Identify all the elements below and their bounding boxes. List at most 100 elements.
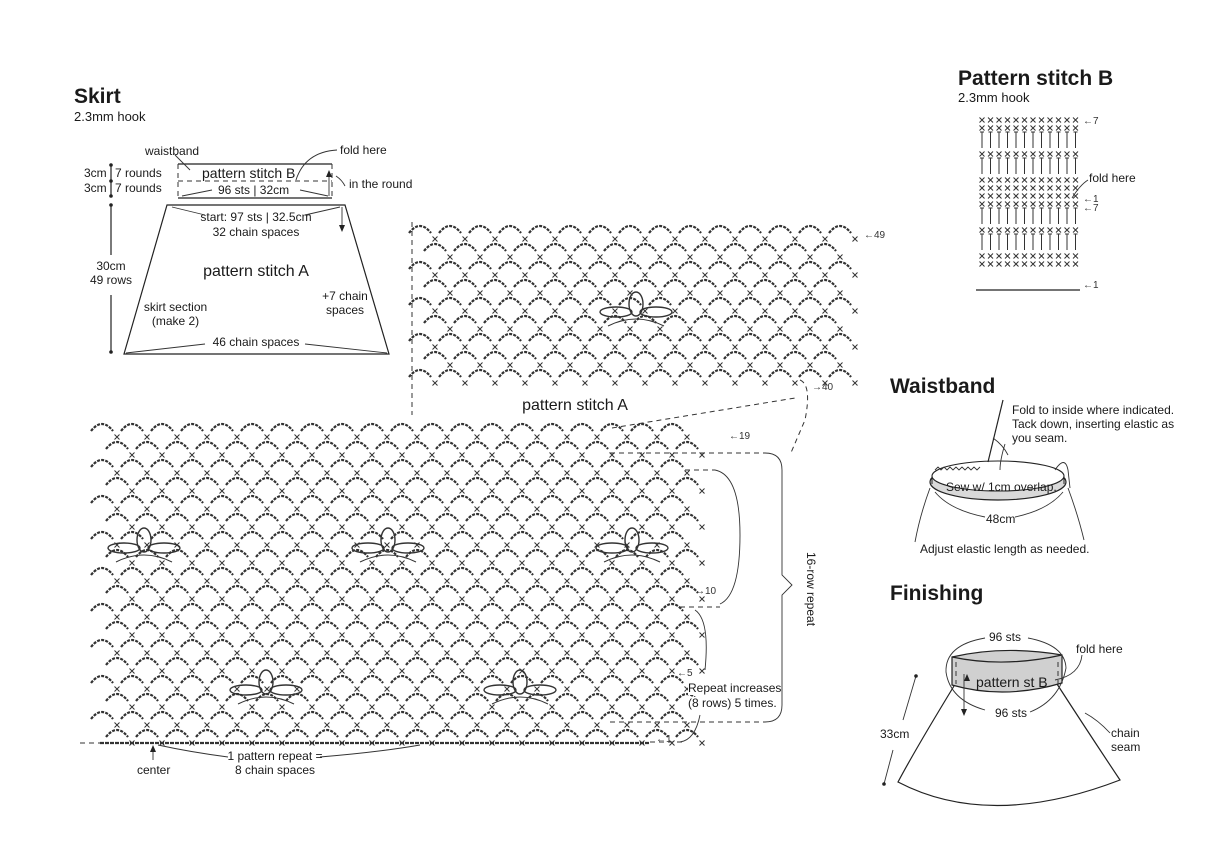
chain-arch — [330, 530, 354, 540]
sc-mark — [669, 560, 675, 566]
sc-mark — [384, 542, 390, 548]
sc-mark — [979, 151, 985, 157]
chain-arch — [585, 476, 609, 486]
sc-mark — [1072, 151, 1079, 157]
chain-arch — [693, 278, 717, 288]
chain-arch — [375, 656, 399, 666]
chain-arch — [480, 530, 504, 540]
chain-arch — [453, 314, 477, 324]
sc-mark — [369, 668, 375, 674]
sc-mark — [1047, 125, 1053, 131]
sc-mark — [1038, 227, 1045, 233]
chain-arch — [768, 368, 792, 378]
sc-mark — [174, 506, 180, 512]
sc-mark — [159, 668, 165, 674]
sc-mark — [462, 308, 468, 314]
sc-mark — [522, 272, 528, 278]
chain-arch — [495, 548, 519, 558]
sc-mark — [114, 578, 120, 584]
chain-arch — [255, 656, 279, 666]
dc-mark — [1039, 233, 1044, 250]
chain-arch — [603, 278, 627, 288]
sc-mark — [657, 290, 663, 296]
chain-arch — [180, 602, 204, 612]
chain-arch — [390, 494, 414, 504]
sc-mark — [567, 326, 573, 332]
sc-mark — [564, 506, 570, 512]
chain-arch — [633, 242, 657, 252]
chain-arch — [660, 602, 684, 612]
sc-mark — [504, 614, 510, 620]
sc-mark — [354, 614, 360, 620]
pattern-repeat-2: 8 chain spaces — [234, 763, 316, 777]
sc-mark — [609, 632, 615, 638]
chain-arch — [510, 422, 534, 432]
sc-mark — [414, 614, 420, 620]
chain-arch — [423, 242, 447, 252]
sc-mark — [429, 452, 435, 458]
sc-mark — [489, 704, 495, 710]
sc-mark — [1004, 201, 1011, 207]
dc-mark — [1014, 131, 1018, 148]
sc-mark — [609, 668, 615, 674]
chain-arch — [405, 476, 429, 486]
chain-arch — [528, 224, 552, 234]
pattern-b-row-7-lower: ←7 — [1083, 203, 1099, 214]
chain-arch — [450, 638, 474, 648]
chain-arch — [408, 260, 432, 270]
chain-arch — [270, 494, 294, 504]
sc-mark — [114, 686, 120, 692]
skirt-hook: 2.3mm hook — [74, 109, 146, 124]
chain-arch — [315, 728, 339, 738]
sc-mark — [1021, 201, 1028, 207]
sc-mark — [309, 632, 315, 638]
chain-arch — [438, 260, 462, 270]
sc-mark — [294, 470, 300, 476]
sc-mark — [234, 722, 240, 728]
chain-arch — [435, 728, 459, 738]
chain-arch — [465, 440, 489, 450]
row-marker-40: →40 — [812, 382, 834, 393]
chain-arch — [150, 422, 174, 432]
chain-arch — [300, 422, 324, 432]
band-sts-label: 96 sts | 32cm — [218, 183, 290, 197]
sc-mark — [1047, 177, 1053, 183]
sc-mark — [732, 344, 738, 350]
sc-mark — [189, 704, 195, 710]
chain-arch — [558, 296, 582, 306]
chain-arch — [360, 566, 384, 576]
sc-mark — [219, 524, 225, 530]
chain-arch — [588, 368, 612, 378]
sc-mark — [624, 434, 630, 440]
sc-mark — [444, 650, 450, 656]
sc-mark — [429, 524, 435, 530]
dc-mark — [1073, 157, 1078, 174]
sc-mark — [444, 470, 450, 476]
dc-mark — [1065, 131, 1069, 148]
sc-mark — [462, 272, 468, 278]
sc-mark — [609, 488, 615, 494]
chain-arch — [555, 656, 579, 666]
sc-mark — [519, 488, 525, 494]
sc-mark — [612, 236, 618, 242]
sc-mark — [234, 470, 240, 476]
row-marker-10: →10 — [695, 586, 717, 597]
finishing-fold-here: fold here — [1076, 642, 1123, 656]
sc-mark — [1004, 117, 1011, 123]
sc-mark — [624, 578, 630, 584]
sc-mark — [189, 668, 195, 674]
chain-arch — [450, 566, 474, 576]
chain-arch — [645, 476, 669, 486]
petal — [635, 542, 669, 554]
inc-note-1: +7 chain — [322, 289, 368, 303]
chain-arch — [588, 224, 612, 234]
sc-mark — [657, 326, 663, 332]
chain-arch — [555, 692, 579, 702]
chain-arch — [570, 422, 594, 432]
sc-mark — [522, 236, 528, 242]
sc-mark — [279, 524, 285, 530]
sc-mark — [564, 434, 570, 440]
dc-mark — [988, 157, 993, 174]
chain-arch — [633, 278, 657, 288]
